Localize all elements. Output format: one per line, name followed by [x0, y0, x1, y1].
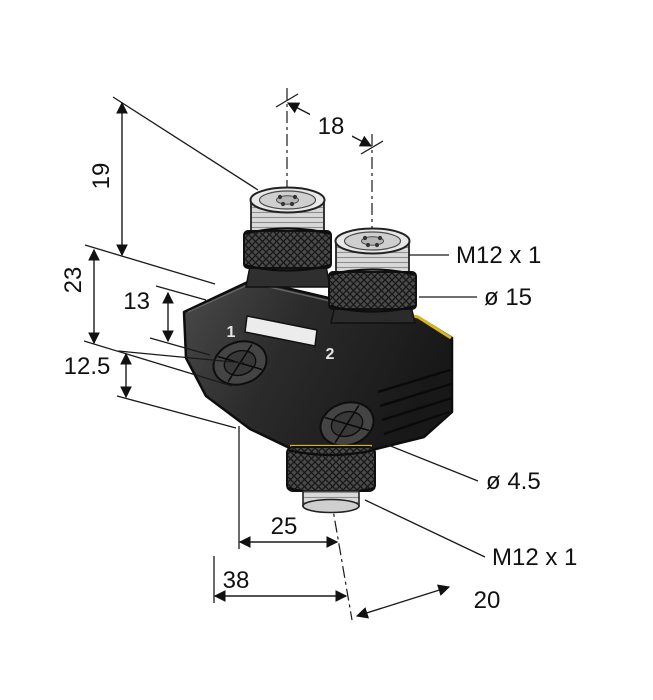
knurled-nut-left	[243, 230, 332, 269]
dim-19-value: 19	[88, 163, 115, 190]
ext-12-5-top	[117, 350, 245, 364]
knurled-nut-right	[328, 271, 417, 310]
label-plate	[244, 315, 318, 347]
body-grooves	[377, 368, 453, 436]
splitter-body: 1 2	[182, 264, 454, 455]
dimensions: 19 23 13 12.5 18 25 38 20 M12	[60, 93, 577, 619]
port-1-label: 1	[227, 324, 236, 341]
nut-top-edge-left	[243, 227, 332, 236]
leader-diameter-hole	[367, 436, 479, 482]
dim-20-value: 20	[474, 587, 501, 614]
thread-tip-bottom	[302, 498, 360, 514]
nut-bottom-edge-left	[243, 263, 332, 272]
centerline-connector-bottom	[330, 497, 353, 621]
nut-bottom-edge-right	[328, 304, 417, 313]
diameter-top-label: ø 15	[484, 284, 532, 311]
dim-20-line	[355, 584, 451, 619]
thread-bottom-label: M12 x 1	[492, 544, 577, 571]
diameter-hole-label: ø 4.5	[486, 468, 541, 495]
pins-left	[277, 194, 298, 207]
mounting-hole-right	[319, 401, 375, 447]
ext-19-top	[112, 96, 259, 191]
ext-23-bottom	[83, 340, 233, 387]
connector-top-left	[243, 186, 332, 272]
face-hub-right	[361, 236, 384, 246]
nut-top-edge-bottom	[286, 448, 376, 457]
thread-top-label: M12 x 1	[456, 242, 541, 269]
dim-25-value: 25	[271, 513, 298, 540]
dim-12-5-value: 12.5	[64, 353, 111, 380]
face-hub-left	[276, 195, 299, 205]
pins-right	[362, 235, 383, 248]
connector-bottom	[286, 444, 376, 514]
dim-38-value: 38	[223, 567, 250, 594]
port-2-label: 2	[326, 346, 335, 363]
dim-18-mask	[310, 110, 352, 140]
ext-13-bottom	[149, 337, 211, 356]
dim-18-value: 18	[318, 113, 345, 140]
ext-13-top	[155, 285, 207, 301]
dim-13-value: 13	[123, 288, 150, 315]
leader-thread-bottom	[364, 499, 486, 558]
nut-top-edge-right	[328, 268, 417, 277]
ext-12-5-bottom	[116, 395, 237, 429]
tick-18-right	[360, 140, 384, 155]
tick-18-left	[275, 93, 299, 108]
ext-19-23-shared	[84, 244, 216, 285]
connector-top-right	[328, 227, 417, 313]
dim-23-value: 23	[60, 267, 87, 294]
